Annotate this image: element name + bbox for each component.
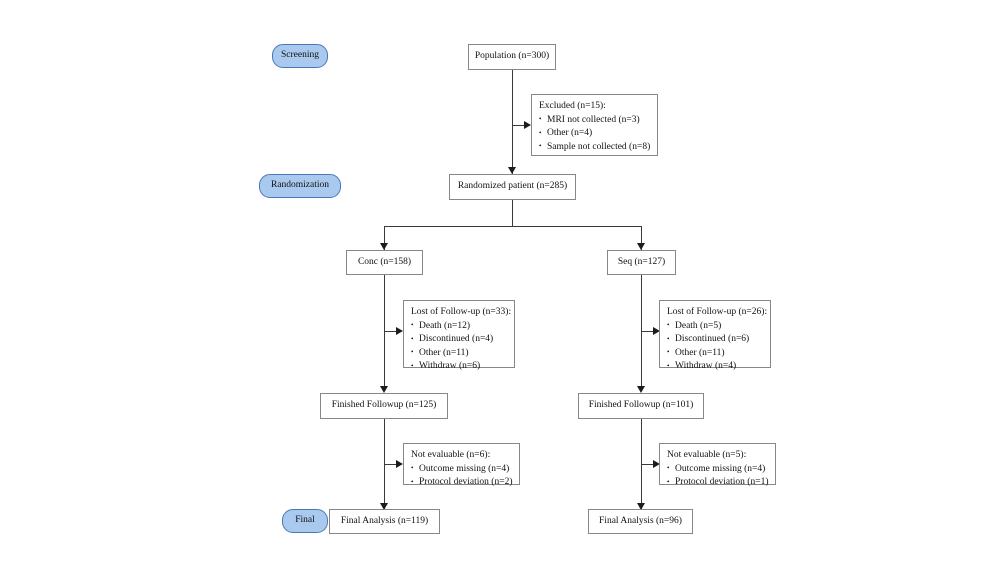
connector-to-notevaluable-right	[641, 464, 654, 465]
connector-randomized-stem	[512, 200, 513, 226]
list-item: Withdraw (n=6)	[411, 360, 507, 374]
list-item: Other (n=4)	[539, 127, 650, 141]
list-item: Other (n=11)	[667, 346, 763, 361]
node-arm-right-seq: Seq (n=127)	[607, 250, 676, 275]
node-population-label: Population (n=300)	[474, 51, 550, 62]
node-randomized-label: Randomized patient (n=285)	[457, 181, 568, 192]
arrowhead-into-notevaluable-left	[396, 460, 403, 468]
connector-randomized-crossbar	[384, 226, 641, 227]
node-arm-right-label: Seq (n=127)	[617, 256, 666, 267]
arrowhead-into-lost-left	[396, 327, 403, 335]
connector-to-excluded	[512, 125, 525, 126]
node-finished-followup-right-label: Finished Followup (n=101)	[588, 400, 694, 411]
arrowhead-into-randomized	[508, 167, 516, 174]
stage-pill-screening: Screening	[272, 44, 328, 68]
node-not-evaluable-right-header: Not evaluable (n=5):	[667, 450, 747, 460]
arrowhead-into-finished-left	[380, 386, 388, 393]
list-item: Outcome missing (n=4)	[411, 462, 512, 477]
arrowhead-into-final-right	[637, 503, 645, 510]
arrowhead-into-lost-right	[653, 327, 660, 335]
node-lost-followup-right-list: Death (n=5) Discontinued (n=6) Other (n=…	[667, 319, 763, 374]
node-lost-followup-right-header: Lost of Follow-up (n=26):	[667, 307, 768, 317]
list-item: Discontinued (n=6)	[667, 333, 763, 347]
connector-population-to-randomized	[512, 70, 513, 174]
list-item: Protocol deviation (n=2)	[411, 476, 512, 490]
list-item: MRI not collected (n=3)	[539, 113, 650, 128]
node-lost-followup-left-list: Death (n=12) Discontinued (n=4) Other (n…	[411, 319, 507, 374]
node-final-analysis-left: Final Analysis (n=119)	[329, 509, 440, 534]
node-not-evaluable-right: Not evaluable (n=5): Outcome missing (n=…	[659, 443, 776, 489]
node-finished-followup-left: Finished Followup (n=125)	[320, 393, 448, 419]
node-randomized: Randomized patient (n=285)	[449, 174, 576, 200]
node-lost-followup-left: Lost of Follow-up (n=33): Death (n=12) D…	[403, 300, 515, 373]
node-arm-left-label: Conc (n=158)	[357, 256, 412, 267]
stage-pill-screening-label: Screening	[281, 50, 319, 61]
arrowhead-into-notevaluable-right	[653, 460, 660, 468]
connector-to-lost-left	[384, 331, 397, 332]
node-lost-followup-left-header: Lost of Follow-up (n=33):	[411, 307, 512, 317]
list-item: Protocol deviation (n=1)	[667, 476, 768, 490]
list-item: Outcome missing (n=4)	[667, 462, 768, 477]
node-final-analysis-left-label: Final Analysis (n=119)	[340, 515, 429, 526]
connector-to-lost-right	[641, 331, 654, 332]
connector-crossbar-to-left-arm	[384, 226, 385, 250]
list-item: Other (n=11)	[411, 346, 507, 361]
node-final-analysis-right: Final Analysis (n=96)	[588, 509, 693, 534]
node-finished-followup-right: Finished Followup (n=101)	[578, 393, 704, 419]
node-finished-followup-left-label: Finished Followup (n=125)	[331, 400, 437, 411]
connector-crossbar-to-right-arm	[641, 226, 642, 250]
node-not-evaluable-right-list: Outcome missing (n=4) Protocol deviation…	[667, 462, 768, 490]
stage-pill-final: Final	[282, 509, 328, 533]
arrowhead-into-left-arm	[380, 243, 388, 250]
stage-pill-final-label: Final	[295, 515, 315, 526]
node-not-evaluable-left: Not evaluable (n=6): Outcome missing (n=…	[403, 443, 520, 489]
node-arm-left-conc: Conc (n=158)	[346, 250, 423, 275]
list-item: Sample not collected (n=8)	[539, 140, 650, 155]
node-excluded: Excluded (n=15): MRI not collected (n=3)…	[531, 94, 658, 156]
stage-pill-randomization-label: Randomization	[270, 180, 330, 191]
arrowhead-into-finished-right	[637, 386, 645, 393]
list-item: Death (n=12)	[411, 319, 507, 334]
node-not-evaluable-left-header: Not evaluable (n=6):	[411, 450, 491, 460]
node-excluded-header: Excluded (n=15):	[539, 101, 606, 111]
node-population: Population (n=300)	[468, 44, 556, 70]
node-final-analysis-right-label: Final Analysis (n=96)	[599, 515, 682, 526]
node-excluded-list: MRI not collected (n=3) Other (n=4) Samp…	[539, 113, 650, 155]
list-item: Discontinued (n=4)	[411, 333, 507, 347]
list-item: Death (n=5)	[667, 319, 763, 334]
node-lost-followup-right: Lost of Follow-up (n=26): Death (n=5) Di…	[659, 300, 771, 373]
stage-pill-randomization: Randomization	[259, 174, 341, 198]
connector-to-notevaluable-left	[384, 464, 397, 465]
arrowhead-into-right-arm	[637, 243, 645, 250]
arrowhead-into-final-left	[380, 503, 388, 510]
list-item: Withdraw (n=4)	[667, 360, 763, 374]
arrowhead-into-excluded	[524, 121, 531, 129]
node-not-evaluable-left-list: Outcome missing (n=4) Protocol deviation…	[411, 462, 512, 490]
